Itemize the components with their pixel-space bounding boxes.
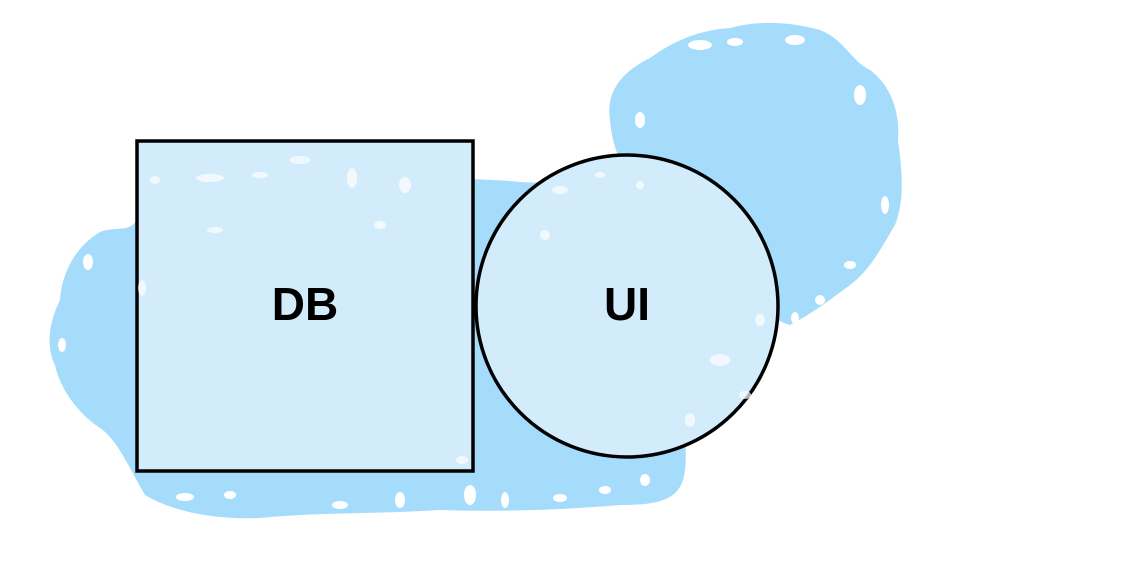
- db-node[interactable]: DB: [135, 139, 475, 473]
- db-rectangle: [135, 139, 475, 473]
- db-rectangle-inner-texture: [138, 156, 468, 464]
- db-label: DB: [272, 278, 338, 330]
- ui-circle: [474, 153, 780, 459]
- ui-circle-inner-texture: [540, 172, 765, 427]
- ui-node[interactable]: UI: [474, 153, 780, 459]
- ui-label: UI: [604, 278, 650, 330]
